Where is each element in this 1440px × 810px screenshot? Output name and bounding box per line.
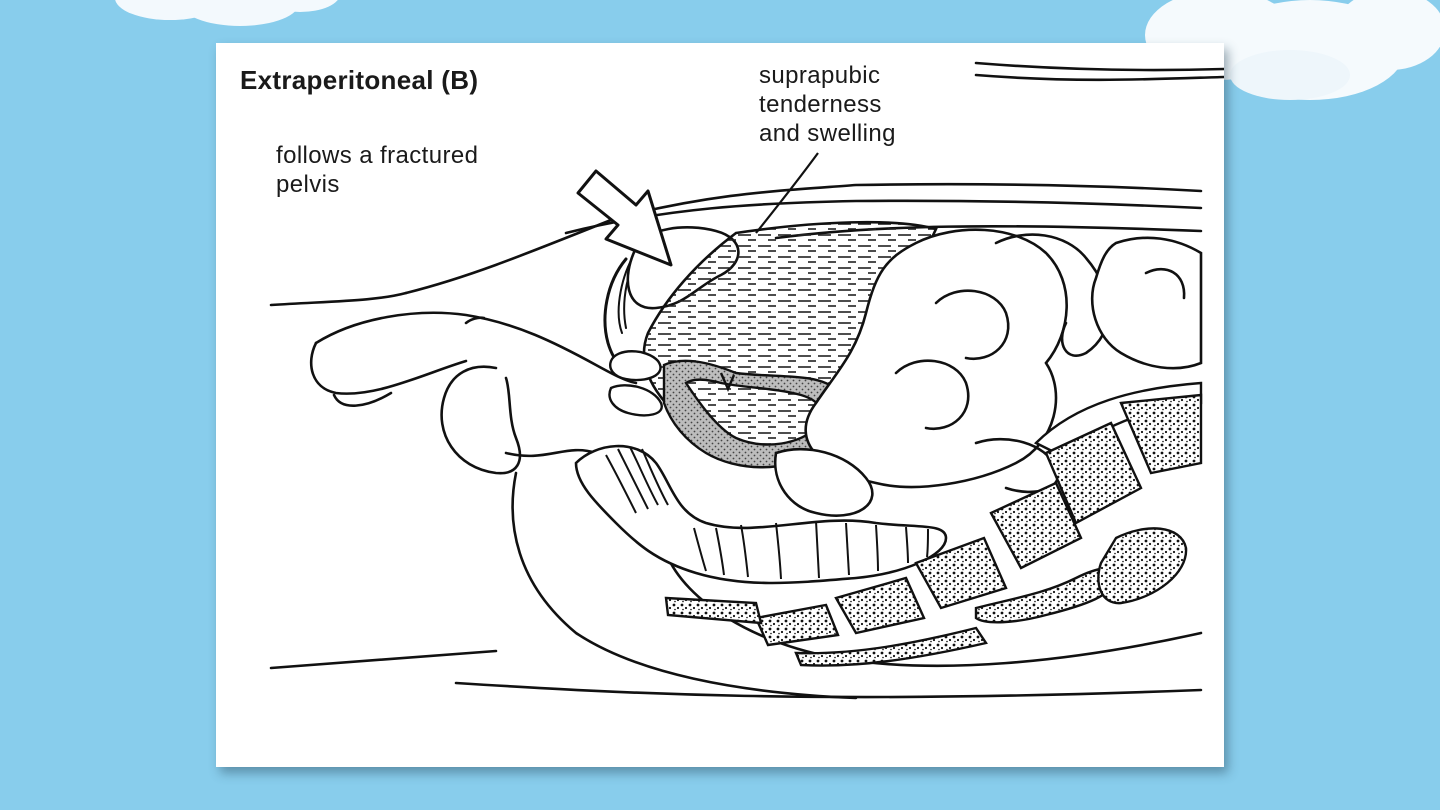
spine-icon <box>664 381 1203 667</box>
cloud-icon-top-left <box>115 0 338 26</box>
slide-card: Extraperitoneal (B) follows a fractured … <box>216 43 1224 767</box>
bowel-loops-icon <box>773 228 1203 517</box>
annotation-fractured-pelvis: follows a fractured pelvis <box>276 142 479 198</box>
rectum-icon <box>574 444 948 585</box>
anatomy-diagram <box>269 61 1224 700</box>
arrow-icon <box>576 169 673 267</box>
diagram-title: Extraperitoneal (B) <box>240 65 479 95</box>
annotation-suprapubic: suprapubic tenderness and swelling <box>759 62 896 147</box>
